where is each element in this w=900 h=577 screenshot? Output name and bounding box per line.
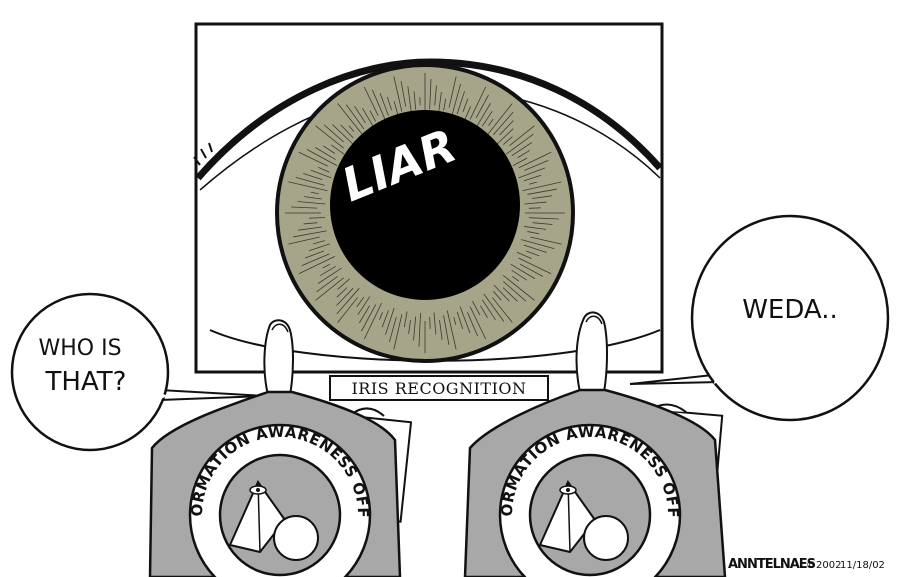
globe-icon <box>273 515 319 561</box>
speech-left-line2: THAT? <box>45 367 127 397</box>
head-left <box>263 319 294 396</box>
speech-bubble-right: WEDA.. <box>629 214 890 422</box>
upper-eyelid <box>195 58 663 181</box>
speech-left-line1: WHO IS <box>38 336 121 361</box>
copyright-text: ©2002 <box>806 560 841 571</box>
speech-bubble-left: WHO IS THAT? <box>10 292 266 452</box>
globe-icon <box>583 515 629 561</box>
sign-label: IRIS RECOGNITION <box>351 379 526 398</box>
artist-signature: ANNTELNAES <box>728 557 816 572</box>
head-right <box>575 311 608 393</box>
date-text: 11/18/02 <box>840 560 885 571</box>
artist-credit: ANNTELNAES ©2002 11/18/02 <box>728 557 885 572</box>
pupil <box>330 110 520 300</box>
iris-recognition-sign: IRIS RECOGNITION <box>329 375 549 401</box>
iris-striations <box>285 73 565 353</box>
monitor-screen: LIAR <box>193 22 664 374</box>
speech-right-text: WEDA.. <box>742 295 838 325</box>
